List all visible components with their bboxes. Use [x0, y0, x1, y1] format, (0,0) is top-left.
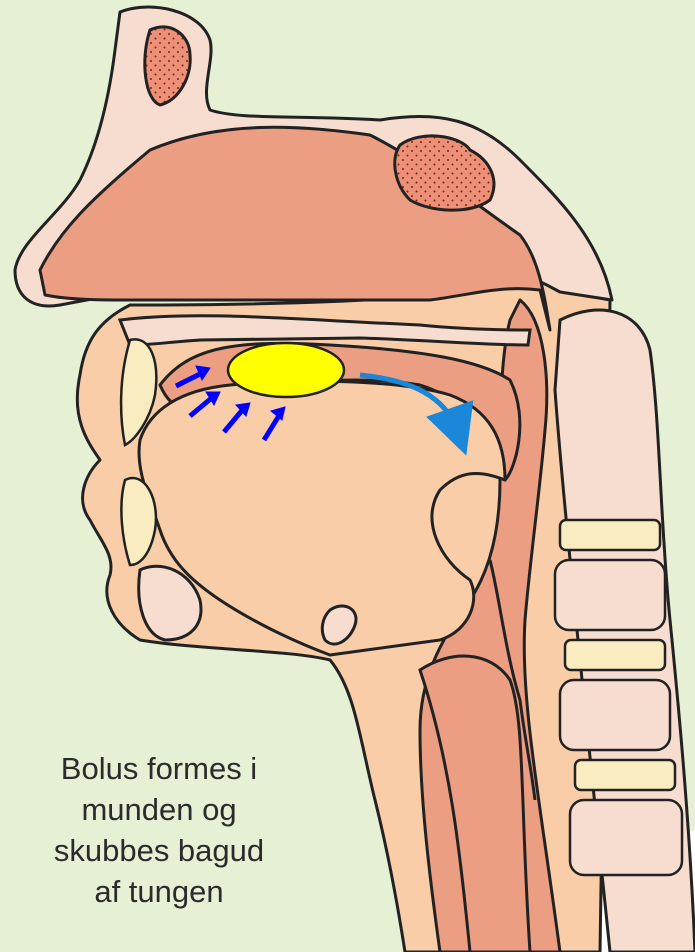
vertebra-disc — [575, 760, 675, 790]
bolus — [228, 343, 344, 397]
diagram-caption: Bolus formes i munden og skubbes bagud a… — [0, 748, 318, 912]
caption-line: skubbes bagud — [0, 830, 318, 871]
vertebra — [555, 560, 665, 630]
caption-line: af tungen — [0, 871, 318, 912]
caption-line: Bolus formes i — [0, 748, 318, 789]
caption-line: munden og — [0, 789, 318, 830]
vertebra-disc — [565, 640, 665, 670]
vertebra — [570, 800, 682, 875]
vertebra-disc — [560, 520, 660, 550]
vertebra — [560, 680, 670, 750]
